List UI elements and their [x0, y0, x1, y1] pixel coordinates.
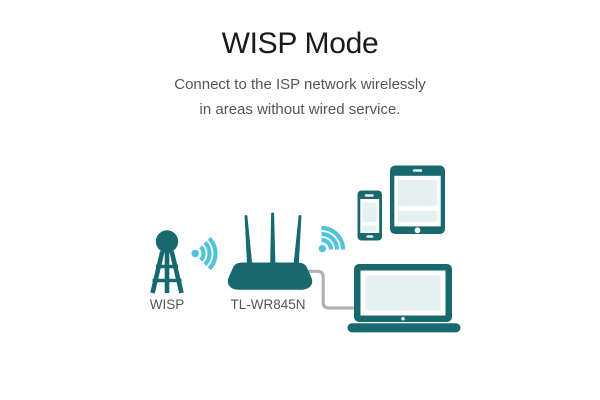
router-icon — [227, 212, 313, 290]
ethernet-cable-line — [306, 269, 357, 310]
subtitle-line-1: Connect to the ISP network wirelessly — [174, 76, 426, 93]
wisp-tower-icon — [150, 230, 184, 294]
page-subtitle: Connect to the ISP network wirelessly in … — [0, 72, 600, 122]
tower-label: WISP — [149, 297, 185, 312]
wifi-signal-icon — [318, 225, 346, 253]
smartphone-icon — [357, 190, 382, 241]
wifi-signal-icon — [191, 236, 218, 271]
page-title: WISP Mode — [221, 27, 379, 60]
tablet-icon — [390, 165, 445, 234]
router-label: TL-WR845N — [230, 297, 306, 312]
subtitle-line-2: in areas without wired service. — [199, 101, 401, 118]
laptop-icon — [347, 264, 461, 333]
